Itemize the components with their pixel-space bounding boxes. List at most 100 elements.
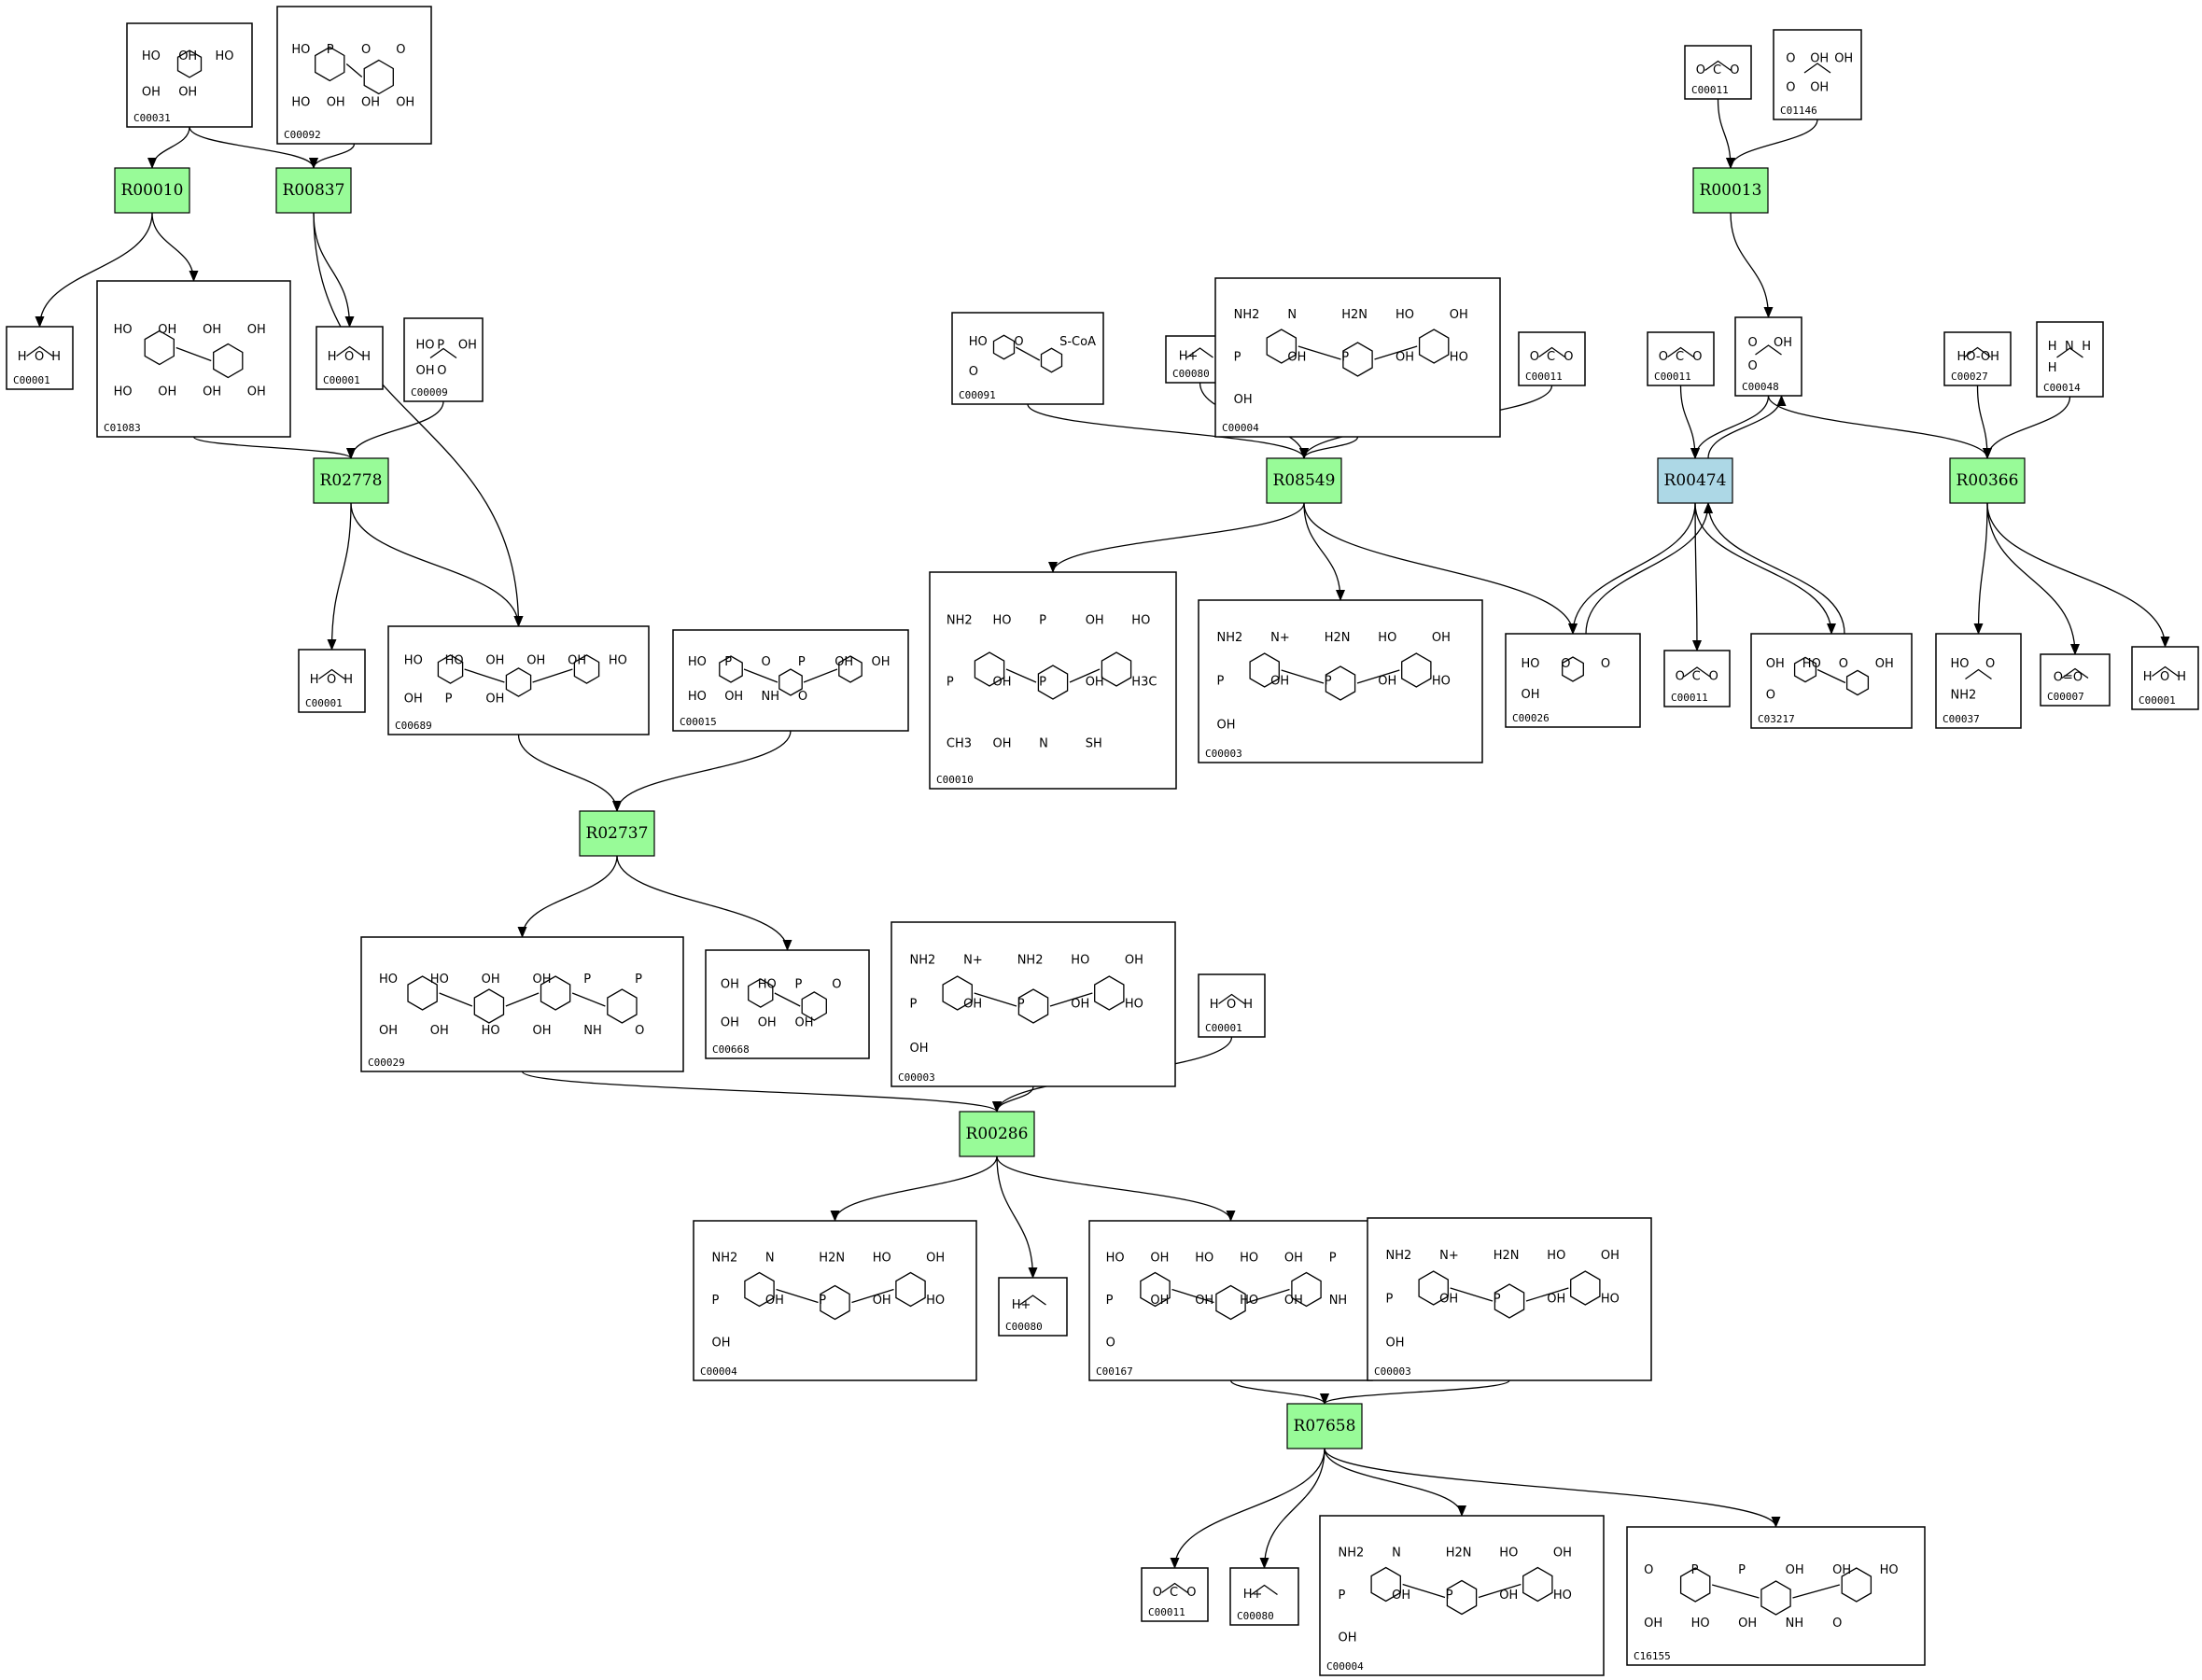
compound-id: C00080 — [1005, 1321, 1043, 1333]
reaction-node-r00286[interactable]: R00286 — [959, 1111, 1035, 1157]
atom-label: OH — [993, 676, 1012, 690]
atom-label: OH — [142, 86, 161, 100]
compound-frame — [2040, 653, 2111, 707]
atom-label: P — [327, 43, 334, 57]
atom-label: OH — [1644, 1617, 1662, 1631]
edge-c00026-R00474 — [1585, 502, 1713, 635]
atom-label: HO — [1601, 1293, 1620, 1307]
compound-id: C00027 — [1951, 371, 1988, 383]
atom-label: NH2 — [1951, 689, 1977, 703]
atom-label: HO — [379, 973, 398, 987]
compound-frame — [1663, 650, 1731, 707]
reaction-label: R07658 — [1294, 1417, 1356, 1435]
reaction-box — [313, 457, 389, 504]
reaction-node-r00837[interactable]: R00837 — [275, 167, 352, 214]
atom-label: S-CoA — [1059, 335, 1096, 349]
atom-label: NH — [762, 690, 780, 704]
compound-frame — [360, 936, 684, 1072]
atom-label: OH — [1432, 631, 1451, 645]
atom-label: O — [1676, 670, 1685, 684]
reaction-box — [959, 1111, 1035, 1157]
compound-frame — [1773, 29, 1862, 120]
atom-label: OH — [721, 978, 739, 992]
atom-label: OH — [1234, 393, 1253, 407]
compound-id: C00001 — [13, 374, 50, 386]
compound-id: C00015 — [680, 716, 717, 728]
compound-id: C00003 — [898, 1071, 935, 1084]
edge-R07658-c16155 — [1324, 1448, 1781, 1528]
compound-node-c00080_b[interactable]: H+C00080 — [1229, 1567, 1299, 1626]
atom-label: OH — [1392, 1589, 1410, 1603]
atom-label: O — [1832, 1617, 1842, 1631]
reaction-node-r00013[interactable]: R00013 — [1692, 167, 1769, 214]
atom-label: P — [1738, 1563, 1746, 1577]
atom-label: O — [832, 978, 841, 992]
atom-label: H+ — [1179, 350, 1199, 364]
reaction-node-r07658[interactable]: R07658 — [1286, 1403, 1363, 1449]
reaction-node-r02778[interactable]: R02778 — [313, 457, 389, 504]
atom-label: OH — [1284, 1251, 1303, 1265]
compound-frame — [1214, 277, 1501, 438]
reaction-label: R08549 — [1273, 471, 1336, 490]
reaction-node-r00366[interactable]: R00366 — [1949, 457, 2026, 504]
reaction-node-r00010[interactable]: R00010 — [114, 167, 190, 214]
atom-label: OH — [485, 654, 504, 668]
atom-label: HO — [993, 614, 1012, 628]
reaction-node-r02737[interactable]: R02737 — [579, 810, 655, 857]
compound-node-c00080_a[interactable]: H+C00080 — [998, 1277, 1068, 1337]
reaction-node-r00474[interactable]: R00474 — [1657, 457, 1733, 504]
edge-c00015-R02737 — [612, 730, 792, 812]
compound-frame — [1198, 973, 1266, 1038]
atom-label: H3C — [1131, 676, 1157, 690]
atom-label: OH — [178, 49, 197, 63]
atom-label: OH — [1766, 657, 1785, 671]
atom-label: OH — [158, 385, 176, 399]
atom-label: OH — [1553, 1546, 1572, 1560]
atom-label: OH — [1071, 998, 1089, 1012]
atom-label: OH — [1386, 1336, 1405, 1350]
atom-label: O — [1766, 689, 1775, 703]
reaction-node-r08549[interactable]: R08549 — [1266, 457, 1342, 504]
atom-label: HO — [1378, 631, 1396, 645]
atom-label: HO — [688, 655, 707, 669]
atom-label: P — [724, 655, 732, 669]
atom-label: H+ — [1243, 1588, 1263, 1602]
